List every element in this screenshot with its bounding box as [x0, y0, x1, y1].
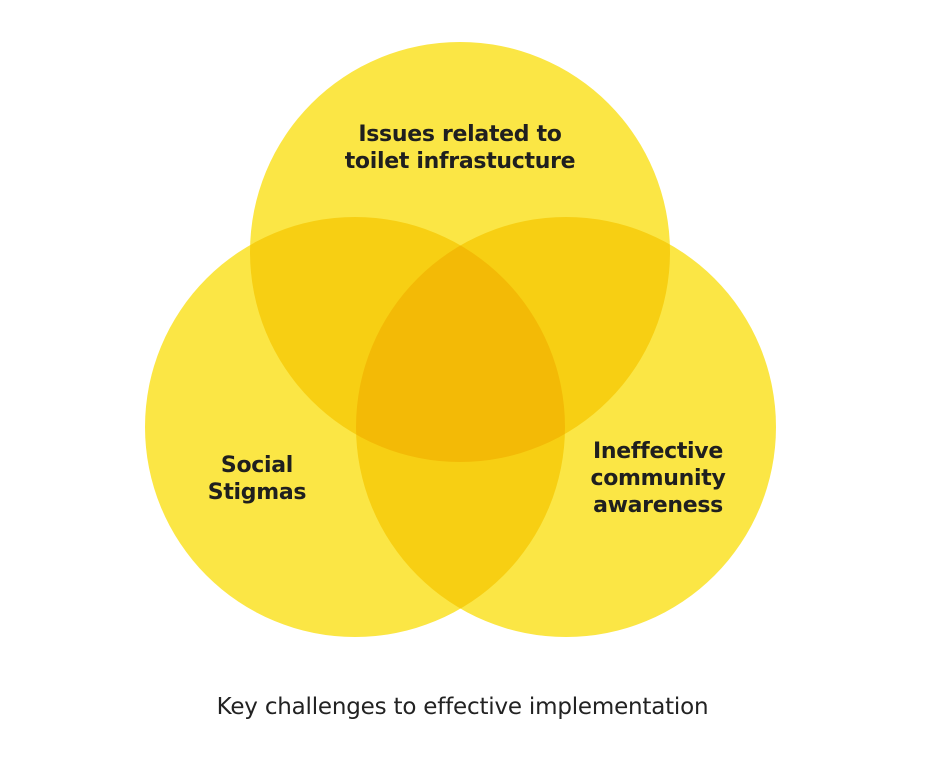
venn-circles [145, 42, 776, 637]
diagram-caption: Key challenges to effective implementati… [216, 694, 709, 720]
label-right-line-1: Ineffective [593, 439, 723, 464]
label-left: Social Stigmas [208, 453, 307, 505]
label-right: Ineffective community awareness [590, 439, 725, 518]
circle-right [356, 217, 776, 637]
label-top-line-2: toilet infrastucture [345, 149, 576, 174]
label-top: Issues related to toilet infrastucture [345, 122, 576, 174]
label-right-line-3: awareness [593, 493, 723, 518]
label-top-line-1: Issues related to [358, 122, 561, 147]
label-left-line-1: Social [221, 453, 293, 478]
label-left-line-2: Stigmas [208, 480, 307, 505]
label-right-line-2: community [590, 466, 725, 491]
